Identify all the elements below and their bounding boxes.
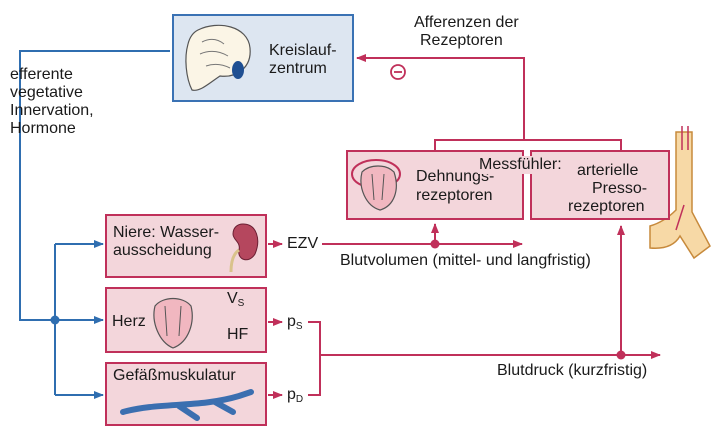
heart-icon xyxy=(153,297,193,349)
presso-label-line1: arterielle xyxy=(577,162,639,179)
heart-label: Herz xyxy=(112,313,146,330)
heart-box: Herz VS HF xyxy=(105,287,267,353)
efferent-label-line4: Hormone xyxy=(10,120,76,137)
heart-atrium-icon xyxy=(351,159,401,211)
diastolic-main: p xyxy=(287,386,296,403)
stretch-label-line1: Dehnungs- xyxy=(416,168,495,185)
kidney-label-line1: Niere: Wasser- xyxy=(113,224,220,241)
stroke-volume-sub: S xyxy=(237,298,245,309)
center-label-line1: Kreislauf- xyxy=(269,42,337,59)
efferent-label-line3: Innervation, xyxy=(10,102,94,119)
blood-volume-label: Blutvolumen (mittel- und langfristig) xyxy=(340,252,591,269)
kidney-label-line2: ausscheidung xyxy=(113,242,212,259)
blood-vessel-icon xyxy=(120,389,254,421)
heart-rate-label: HF xyxy=(227,326,249,343)
brainstem-icon xyxy=(185,24,251,91)
sensor-label: Messfühler: xyxy=(478,156,563,174)
efferent-label-line2: vegetative xyxy=(10,84,83,101)
presso-label-line3: rezeptoren xyxy=(568,198,645,215)
junction-dot-pressure xyxy=(616,350,626,360)
stroke-volume-main: V xyxy=(227,290,238,307)
kidney-box: Niere: Wasser- ausscheidung xyxy=(105,214,267,278)
diastolic-sub: D xyxy=(295,394,304,405)
systolic-sub: S xyxy=(295,321,303,332)
presso-label-line2: Presso- xyxy=(592,180,648,197)
kidney-icon xyxy=(229,223,259,273)
junction-dot-efferent xyxy=(50,315,60,325)
blood-pressure-label: Blutdruck (kurzfristig) xyxy=(497,362,648,379)
vascular-label: Gefäßmuskulatur xyxy=(113,367,236,384)
center-label-line2: zentrum xyxy=(269,60,327,77)
circulatory-center-box: Kreislauf- zentrum xyxy=(172,14,354,102)
afferent-label-line1: Afferenzen der xyxy=(414,14,519,31)
stretch-label-line2: rezeptoren xyxy=(416,187,493,204)
systolic-main: p xyxy=(287,313,296,330)
diastolic-pressure-label: pD xyxy=(287,386,303,409)
inhibition-icon xyxy=(390,64,406,80)
efferent-lines xyxy=(19,50,170,399)
vascular-muscle-box: Gefäßmuskulatur xyxy=(105,362,267,426)
stroke-volume-label: VS xyxy=(227,290,244,313)
junction-dot-volume xyxy=(430,239,440,249)
afferent-label-line2: Rezeptoren xyxy=(420,32,503,49)
ezv-label: EZV xyxy=(287,235,319,252)
efferent-label-line1: efferente xyxy=(10,66,73,83)
systolic-pressure-label: pS xyxy=(287,313,303,336)
